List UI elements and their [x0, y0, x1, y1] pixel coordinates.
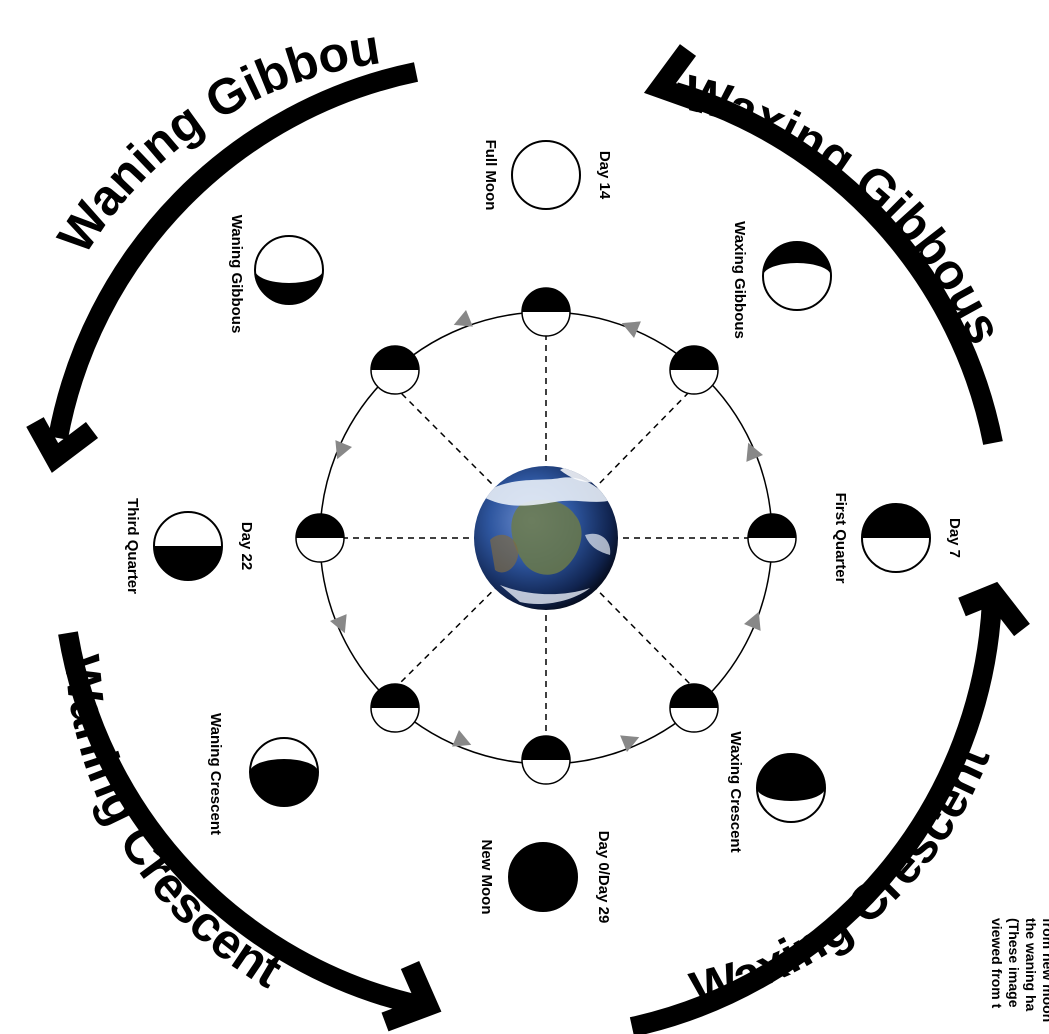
- phase-moon-third-quarter: [154, 512, 222, 580]
- orbit-arrow: [450, 310, 473, 333]
- label-full-moon-day: Day 14: [596, 151, 613, 200]
- note-text: from new moon the waning ha (These image…: [989, 918, 1049, 1022]
- orbit-moon-top-right: [670, 346, 718, 394]
- note-line-3: (These image: [1006, 918, 1022, 1008]
- label-third-quarter-day: Day 22: [238, 522, 255, 570]
- orbit-moon-top: [522, 288, 570, 336]
- phase-moon-waning-crescent: [250, 738, 318, 806]
- label-first-quarter-name: First Quarter: [832, 493, 849, 584]
- phase-moon-waning-gibbous: [255, 236, 323, 304]
- label-waning-crescent-phase: Waning Crescent: [207, 713, 224, 835]
- label-new-moon-name: New Moon: [478, 840, 495, 915]
- orbit-moon-bottom-right: [670, 684, 718, 732]
- phase-moon-first-quarter: [862, 504, 930, 572]
- note-line-1: from new moon: [1040, 918, 1049, 1022]
- orbit-moon-left: [296, 514, 344, 562]
- phase-moon-full: [512, 141, 580, 209]
- orbit-moon-right: [748, 514, 796, 562]
- phase-moon-new: [509, 843, 577, 911]
- note-line-2: the waning ha: [1023, 918, 1039, 1012]
- orbit-arrow: [620, 729, 643, 752]
- arrow-waning-gibbous: [35, 72, 416, 458]
- phase-moon-waxing-gibbous: [763, 242, 831, 310]
- orbit-arrow: [329, 440, 352, 463]
- label-full-moon-name: Full Moon: [482, 140, 499, 211]
- earth-icon: [474, 465, 618, 610]
- label-first-quarter-day: Day 7: [946, 518, 963, 558]
- orbit-arrow: [452, 730, 475, 753]
- orbit-moon-bottom: [522, 736, 570, 784]
- label-third-quarter-name: Third Quarter: [124, 498, 141, 594]
- phase-moon-waxing-crescent: [757, 754, 825, 822]
- orbit-arrow: [744, 608, 767, 631]
- label-waning-gibbous: Waning Gibbous: [0, 0, 384, 263]
- label-waxing-crescent-phase: Waxing Crescent: [727, 731, 744, 852]
- label-waning-crescent: Waning Crescent: [53, 652, 291, 998]
- label-waxing-gibbous-phase: Waxing Gibbous: [731, 221, 748, 339]
- note-line-4: viewed from t: [989, 918, 1005, 1009]
- label-new-moon-day: Day 0/Day 29: [595, 831, 612, 924]
- orbit-moon-bottom-left: [371, 684, 419, 732]
- orbit-moon-top-left: [371, 346, 419, 394]
- orbit-arrow: [618, 315, 641, 338]
- label-waning-gibbous-phase: Waning Gibbous: [228, 215, 245, 334]
